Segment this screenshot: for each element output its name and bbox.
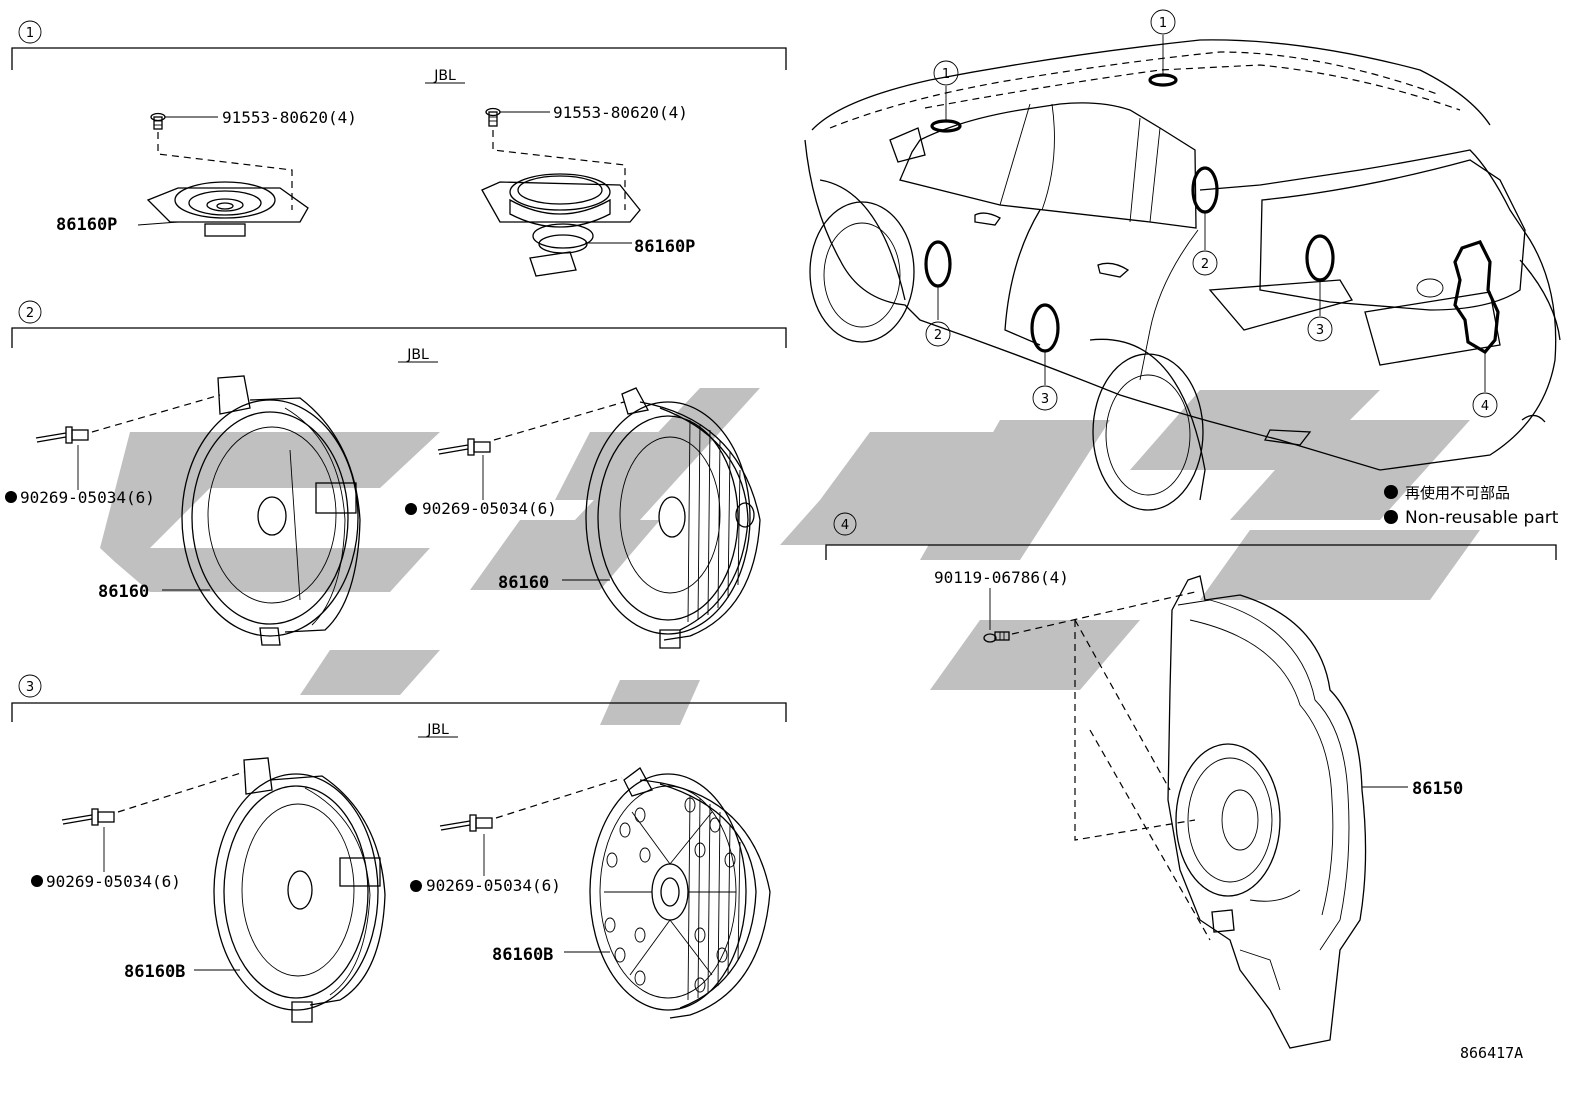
section-1-number: 1 bbox=[26, 26, 34, 41]
non-reusable-marker bbox=[405, 503, 417, 515]
subwoofer-bolt bbox=[983, 588, 1211, 941]
callout-2-front-door: 2 bbox=[934, 328, 942, 343]
non-reusable-marker bbox=[5, 491, 17, 503]
section-2-brand: JBL bbox=[406, 347, 429, 363]
part-label-86160B-right: 86160B bbox=[492, 945, 553, 965]
part-label-86160-right: 86160 bbox=[498, 573, 549, 593]
section-4-header: 4 bbox=[825, 512, 1557, 560]
non-reusable-marker bbox=[1384, 510, 1398, 524]
non-reusable-marker bbox=[31, 875, 43, 887]
part-label-86160-left: 86160 bbox=[98, 582, 149, 602]
rivet-icon-s2-right bbox=[437, 438, 491, 456]
bolt-icon bbox=[485, 107, 501, 127]
vehicle-callouts: 1 1 2 2 3 3 4 bbox=[925, 9, 1498, 418]
rear-speaker-left-drawing bbox=[213, 757, 386, 1023]
bolt-icon bbox=[150, 112, 166, 130]
rivet-icon-s3-left bbox=[61, 808, 115, 826]
section-1-brand: JBL bbox=[433, 68, 456, 84]
rear-speaker-right-drawing bbox=[589, 767, 771, 1019]
callout-3-rear-side: 3 bbox=[1316, 323, 1324, 338]
diagram-id: 866417A bbox=[1460, 1044, 1523, 1062]
part-label-90269-s2-left: 90269-05034(6) bbox=[20, 488, 155, 507]
part-label-91553-left: 91553-80620(4) bbox=[222, 108, 357, 127]
vehicle-drawing bbox=[804, 39, 1561, 511]
part-label-86150: 86150 bbox=[1412, 779, 1463, 799]
section-3-number: 3 bbox=[26, 680, 34, 695]
tweeter-right-drawing bbox=[481, 107, 641, 277]
part-label-86160B-left: 86160B bbox=[124, 962, 185, 982]
legend: 再使用不可部品 Non-reusable part bbox=[1384, 484, 1559, 528]
section-2-number: 2 bbox=[26, 306, 34, 321]
part-label-91553-right: 91553-80620(4) bbox=[553, 103, 688, 122]
legend-english: Non-reusable part bbox=[1405, 508, 1559, 528]
watermark bbox=[100, 388, 1480, 725]
bolt-icon bbox=[983, 631, 1010, 643]
part-label-86160P-right: 86160P bbox=[634, 237, 695, 257]
door-speaker-right-drawing bbox=[585, 387, 761, 649]
callout-4-subwoofer: 4 bbox=[1481, 399, 1489, 414]
part-label-90269-s2-right: 90269-05034(6) bbox=[422, 499, 557, 518]
rivet-icon-s3-right bbox=[439, 814, 493, 832]
part-label-90269-s3-left: 90269-05034(6) bbox=[46, 872, 181, 891]
callout-1-front-pillar: 1 bbox=[942, 67, 950, 82]
section-1-header: 1 JBL bbox=[11, 20, 787, 84]
callout-1-roof: 1 bbox=[1159, 16, 1167, 31]
section-4-number: 4 bbox=[841, 518, 849, 533]
callout-2-rear-pillar: 2 bbox=[1201, 257, 1209, 272]
section-3-brand: JBL bbox=[426, 722, 449, 738]
section-3-header: 3 JBL bbox=[11, 674, 787, 738]
tweeter-left-drawing bbox=[137, 112, 309, 237]
door-speaker-left-drawing bbox=[181, 375, 361, 646]
part-label-90269-s3-right: 90269-05034(6) bbox=[426, 876, 561, 895]
callout-3-rear-door: 3 bbox=[1041, 392, 1049, 407]
section-2-header: 2 JBL bbox=[11, 300, 787, 363]
non-reusable-marker bbox=[410, 880, 422, 892]
legend-japanese: 再使用不可部品 bbox=[1405, 484, 1510, 502]
part-label-86160P-left: 86160P bbox=[56, 215, 117, 235]
part-label-90119: 90119-06786(4) bbox=[934, 568, 1069, 587]
non-reusable-marker bbox=[1384, 485, 1398, 499]
subwoofer-drawing bbox=[1167, 575, 1367, 1049]
rivet-icon-s2-left bbox=[35, 426, 89, 444]
